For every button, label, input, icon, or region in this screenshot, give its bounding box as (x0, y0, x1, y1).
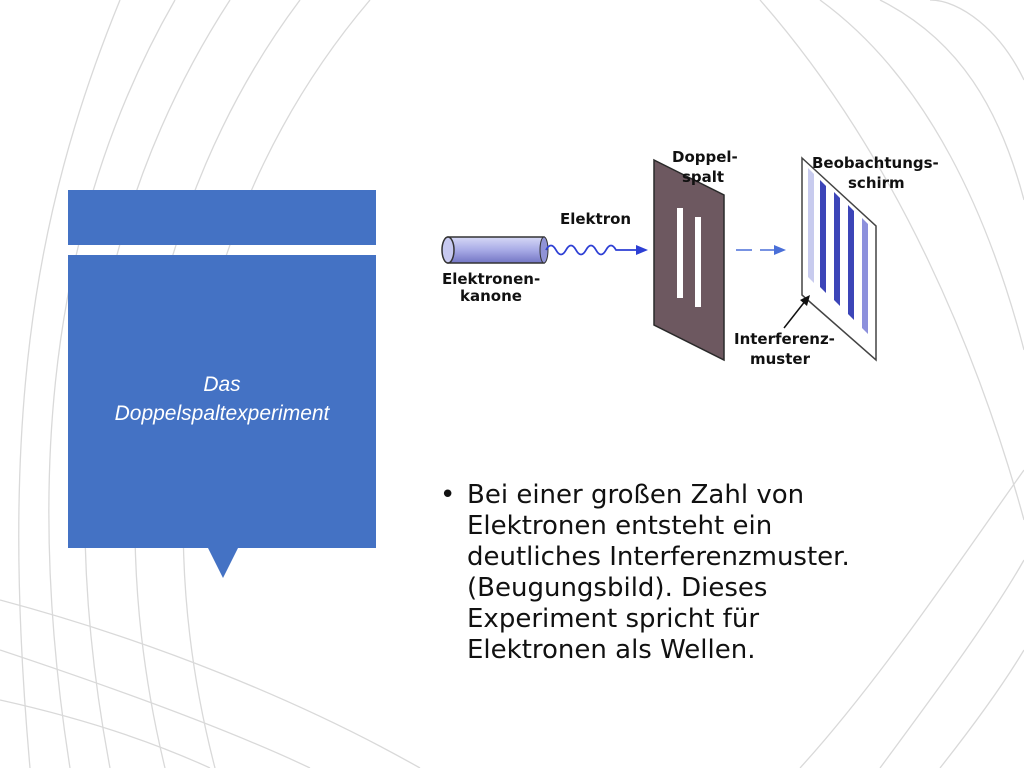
label-schirm-line1: Beobachtungs- (812, 154, 939, 172)
bullet-symbol: • (440, 480, 456, 510)
electron-arrow (736, 245, 786, 255)
double-slit-plate (653, 158, 725, 362)
electron-gun (441, 236, 549, 264)
title-box (68, 255, 376, 548)
label-elektron: Elektron (560, 210, 631, 228)
observation-screen (801, 156, 877, 362)
bullet-item: • Bei einer großen Zahl von Elektronen e… (440, 480, 960, 666)
bullet-line-5: Experiment spricht für (467, 604, 760, 634)
title-box-pointer (208, 548, 238, 578)
label-spalt-line2: spalt (682, 168, 724, 186)
bullet-line-6: Elektronen als Wellen. (467, 635, 756, 665)
interference-pointer-arrow (783, 295, 810, 329)
slide-content: • Bei einer großen Zahl von Elektronen e… (440, 480, 960, 666)
bullet-line-3: deutliches Interferenzmuster. (467, 542, 850, 572)
label-spalt-line1: Doppel- (672, 148, 738, 166)
bullet-line-2: Elektronen entsteht ein (467, 511, 773, 541)
bullet-line-1: Bei einer großen Zahl von (467, 480, 805, 510)
slide-title-line-2: Doppelspaltexperiment (114, 402, 330, 425)
label-muster-line1: Interferenz- (734, 330, 835, 348)
slide-title-line-1: Das (203, 373, 241, 396)
bullet-line-4: (Beugungsbild). Dieses (467, 573, 768, 603)
electron-wave (545, 244, 648, 256)
double-slit-diagram: Elektronen- kanone Elektron Doppel- spal… (441, 148, 939, 368)
title-header-strip (68, 190, 376, 245)
slide-title: Das Doppelspaltexperiment (68, 370, 376, 428)
bullet-text: Bei einer großen Zahl von Elektronen ent… (467, 480, 960, 666)
label-muster-line2: muster (750, 350, 811, 368)
label-schirm-line2: schirm (848, 174, 905, 192)
label-kanone-line2: kanone (460, 287, 522, 305)
label-kanone-line1: Elektronen- (442, 270, 540, 288)
